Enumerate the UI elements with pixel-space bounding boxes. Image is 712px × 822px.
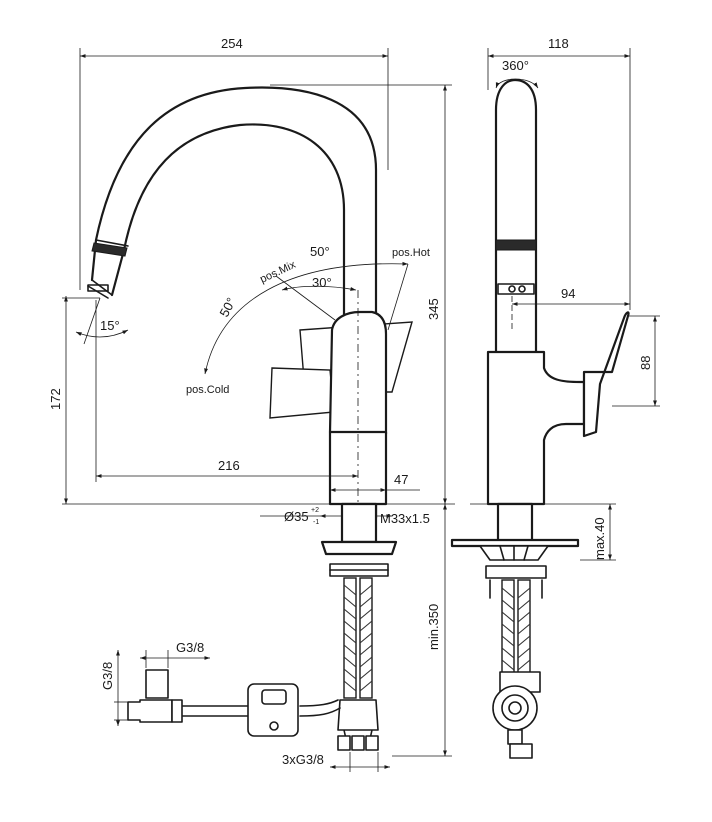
angle-valve — [127, 699, 173, 723]
label-tolerance-lower: -1 — [313, 519, 319, 526]
arc-cold-hot — [204, 261, 409, 375]
side-spout — [494, 78, 538, 354]
spout-outline — [90, 86, 378, 520]
label-angle-mix: 30° — [312, 275, 332, 290]
arc-rotation — [495, 78, 539, 89]
label-angle-cold: 50° — [216, 295, 238, 319]
side-nozzle — [497, 283, 535, 295]
label-angle-hot: 50° — [310, 244, 330, 259]
spray-band — [91, 242, 128, 257]
label-spout-reach: 94 — [561, 286, 575, 301]
label-pos-hot: pos.Hot — [392, 247, 430, 259]
label-pos-cold: pos.Cold — [186, 384, 229, 396]
front-view: pos.Mix 50° pos.Hot 30° 50° pos.Cold 15°… — [48, 36, 455, 772]
label-connection-size-vertical: G3/8 — [100, 662, 115, 690]
spout-inner — [110, 123, 346, 322]
label-hole-diameter: Ø35 — [284, 509, 309, 524]
spray-head — [95, 239, 129, 247]
label-thread: M33x1.5 — [380, 511, 430, 526]
side-spray-band — [495, 239, 537, 251]
label-tolerance-upper: +2 — [311, 507, 319, 514]
arc-mix — [281, 285, 357, 291]
side-counter-plate — [450, 538, 580, 548]
shank — [340, 502, 378, 544]
side-bottom-fitting — [509, 743, 533, 759]
label-rotation: 360° — [502, 58, 529, 73]
side-body — [486, 350, 586, 506]
label-side-width: 118 — [548, 36, 569, 51]
label-max-deck: max.40 — [592, 517, 607, 560]
label-pos-mix: pos.Mix — [258, 259, 298, 286]
label-connection-size: G3/8 — [176, 640, 204, 655]
lever-ghost-cold — [269, 367, 335, 419]
spout-tip — [87, 279, 113, 299]
label-lever-height: 88 — [638, 356, 653, 370]
label-spout-height: 172 — [48, 388, 63, 410]
label-overall-width: 254 — [221, 36, 243, 51]
label-spout-tilt: 15° — [100, 318, 120, 333]
label-min-hose: min.350 — [426, 604, 441, 650]
spout-nozzle — [87, 284, 109, 292]
side-shank — [496, 502, 534, 544]
side-view: 118 360° 94 88 max.40 — [450, 36, 660, 759]
side-lever — [582, 311, 630, 438]
connection-hose — [181, 699, 341, 717]
label-total-height: 345 — [426, 298, 441, 320]
label-body-width: 47 — [394, 472, 408, 487]
arc-tilt — [75, 329, 129, 338]
label-spout-projection: 216 — [218, 458, 240, 473]
label-hose-connections: 3xG3/8 — [282, 752, 324, 767]
mounting-plate — [320, 540, 398, 556]
